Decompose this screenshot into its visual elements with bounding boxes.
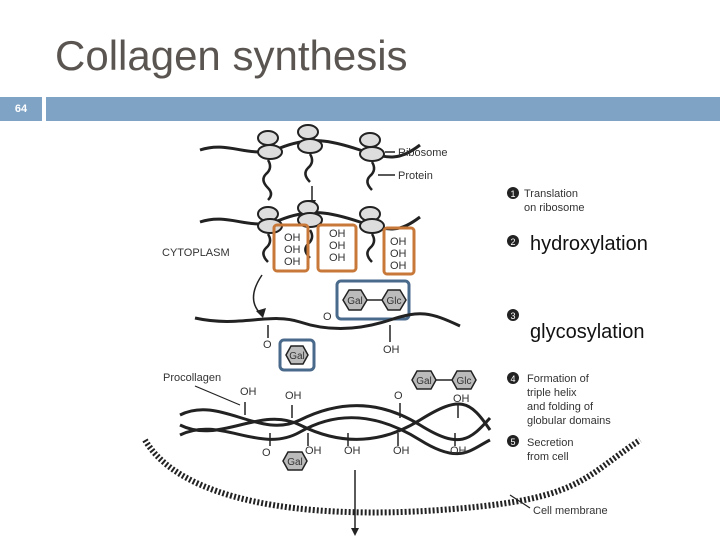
gal-label: Gal [416,376,432,387]
step-text: and folding of [527,401,594,413]
oh-group-3: OH OH OH [390,236,407,272]
mrna-strand-middle [199,200,421,263]
step-number: 5 [510,437,515,447]
ribosome [359,146,385,162]
step-text: Translation [524,188,578,200]
oh-label: OH [383,344,400,356]
oh-label: OH [284,256,301,268]
o-label: O [394,390,403,402]
hydroxyl-highlight-box [382,226,416,276]
oh-label: OH [390,260,407,272]
step-number-badge [507,187,519,199]
step-number-badge [507,435,519,447]
oh-label: OH [450,445,467,457]
step-number: 1 [510,189,515,199]
glc-label: Glc [457,376,472,387]
ribosome [359,132,381,148]
step-number-badge [507,372,519,384]
ribosome [297,138,323,154]
hydroxyl-highlight-box [316,223,358,273]
gal-label: Gal [289,351,305,362]
step-number: 2 [510,237,515,247]
page-number: 64 [0,97,42,121]
step-number: 4 [510,374,515,384]
oh-group-1: OH OH OH [284,232,301,268]
oh-label: OH [305,445,322,457]
gal-sugar: Gal [285,345,309,365]
cell-membrane-label: Cell membrane [533,505,608,517]
oh-label: OH [329,252,346,264]
oh-label: OH [285,390,302,402]
triple-helix [179,402,492,456]
step-4: 4 Formation of triple helix and folding … [507,372,611,427]
step-5: 5 Secretion from cell [507,435,573,463]
hydroxyl-highlight-box [272,223,310,273]
gal-label: Gal [287,457,303,468]
oh-label: OH [453,393,470,405]
ribosome [257,130,279,146]
step-text: globular domains [527,415,611,427]
step-number-badge [507,309,519,321]
glc-sugar: Glc [451,370,477,390]
sugar-highlight-box [278,338,316,372]
gal-sugar: Gal [282,451,308,471]
step-1: 1 Translation on ribosome [507,187,585,214]
oh-label: OH [284,244,301,256]
glc-sugar: Glc [381,289,407,311]
step-text: Formation of [527,373,590,385]
oh-label: OH [393,445,410,457]
gal-label: Gal [347,296,363,307]
oh-label: OH [329,240,346,252]
oh-label: OH [240,386,257,398]
ribosome [257,144,283,160]
procollagen-chain [194,312,461,330]
step-3: 3 glycosylation [507,309,645,343]
ribosome-group-top [257,124,385,201]
glc-label: Glc [387,296,402,307]
gal-sugar: Gal [411,370,437,390]
step-number-badge [507,235,519,247]
protein-label: Protein [398,170,433,182]
step-text: triple helix [527,387,577,399]
sugar-highlight-box [335,279,411,321]
step-text: from cell [527,451,569,463]
step-2: 2 hydroxylation [507,233,648,255]
helix-side-groups [244,402,459,446]
cell-membrane [142,437,642,516]
gal-sugar: Gal [342,289,368,311]
ribosome-label: Ribosome [398,147,448,159]
slide-title: Collagen synthesis [55,32,408,79]
header-bar [46,97,720,121]
oh-label: OH [329,228,346,240]
o-label: O [263,339,272,351]
o-label: O [262,447,271,459]
step-text: Secretion [527,437,573,449]
ribosome [297,124,319,140]
oh-label: OH [390,236,407,248]
oh-label: OH [390,248,407,260]
procollagen-label: Procollagen [163,372,221,384]
cytoplasm-label: CYTOPLASM [162,247,230,259]
oh-label: OH [284,232,301,244]
o-label: O [323,311,332,323]
glycosylation-label: glycosylation [530,321,645,343]
step-number: 3 [510,311,515,321]
step-text: on ribosome [524,202,585,214]
oh-label: OH [344,445,361,457]
hydroxylation-label: hydroxylation [530,233,648,255]
oh-group-2: OH OH OH [329,228,346,264]
ribosome [359,218,385,234]
